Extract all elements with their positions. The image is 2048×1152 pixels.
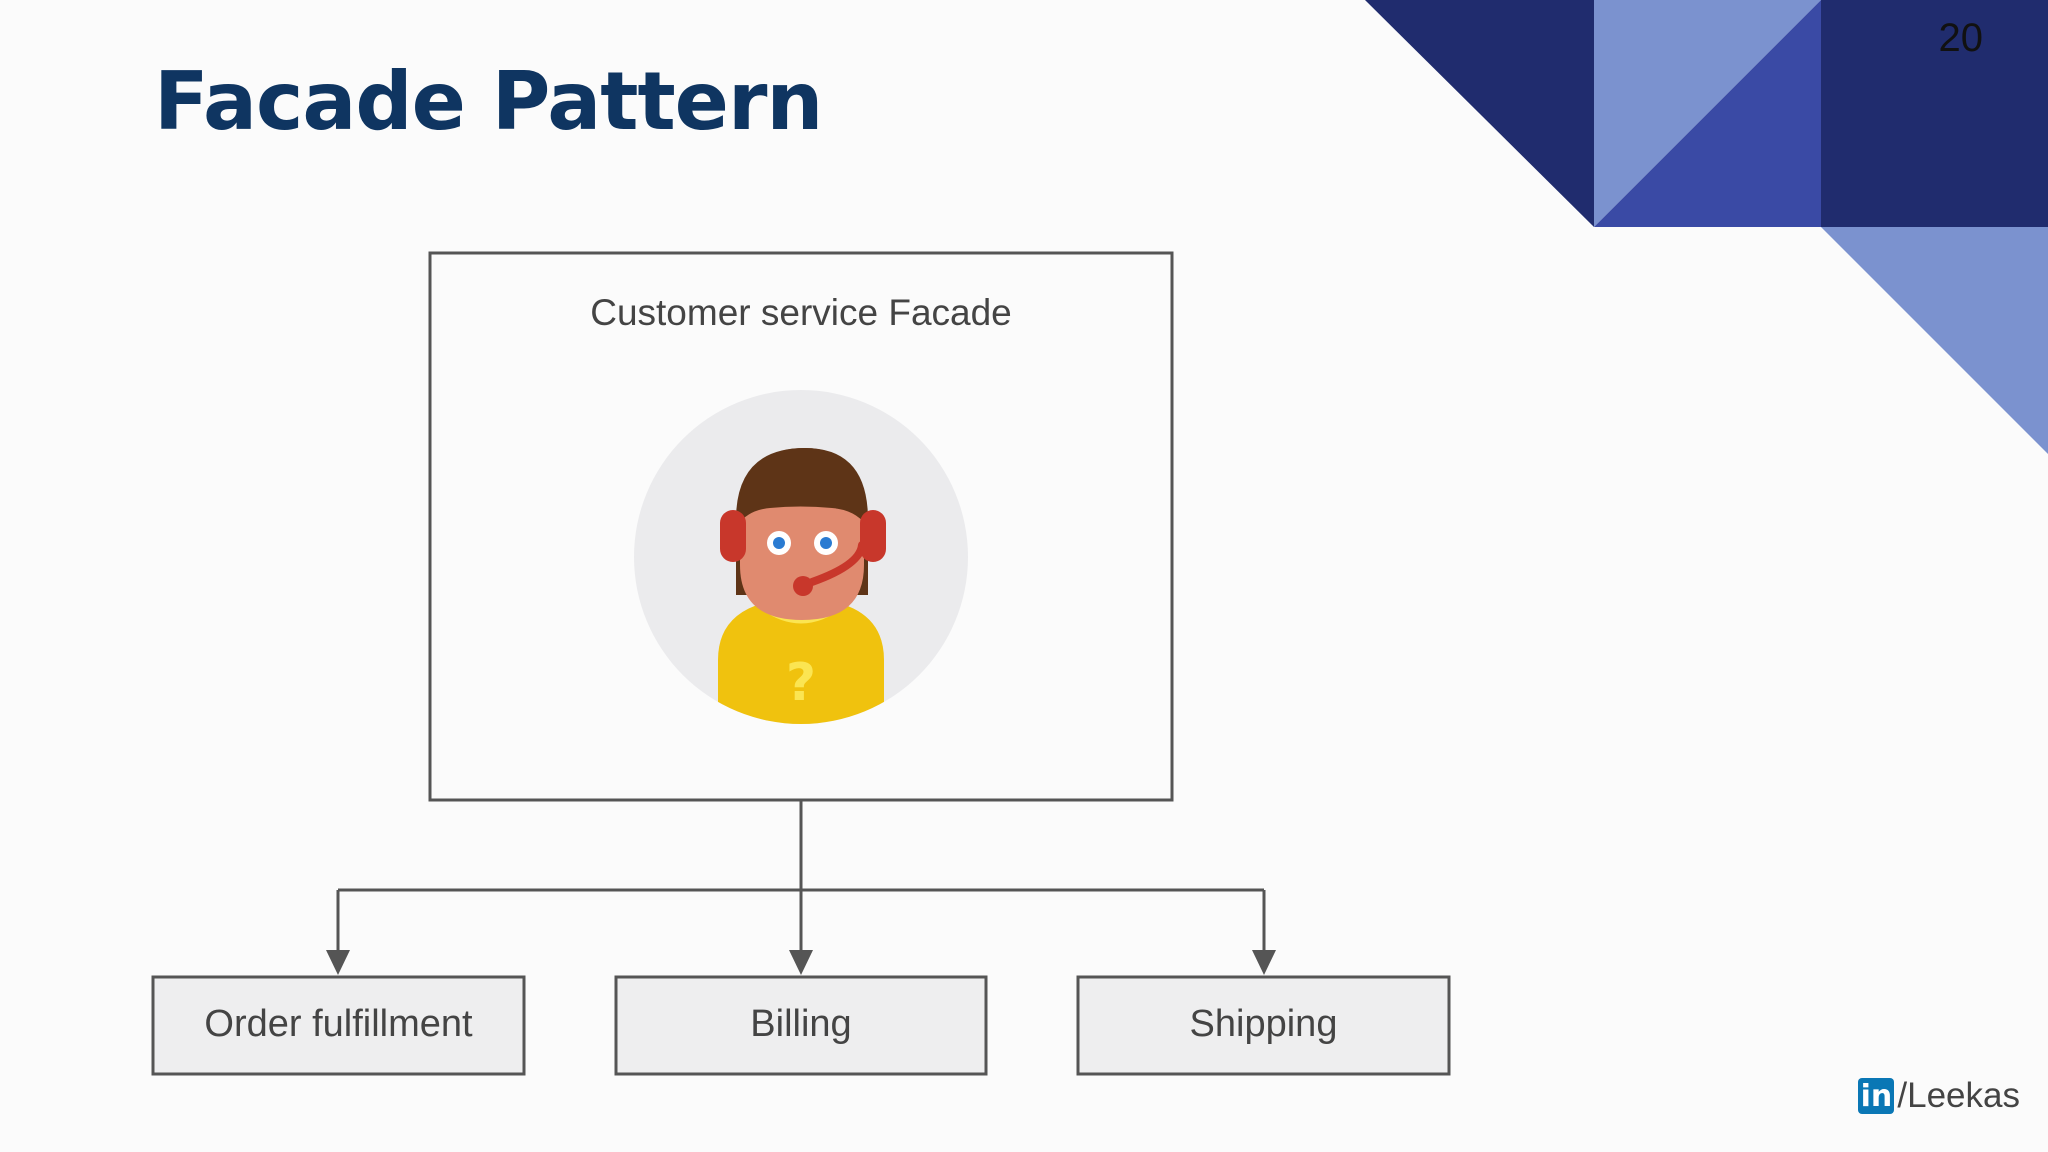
facade-label: Customer service Facade [590,292,1012,333]
subsystem-label-shipping: Shipping [1189,1003,1338,1045]
page-number: 20 [1938,16,1984,60]
linkedin-handle: /Leekas [1897,1076,2020,1115]
connector-arrowheads [326,950,1276,975]
subsystem-label-order-fulfillment: Order fulfillment [204,1003,473,1045]
linkedin-icon: in [1858,1078,1895,1114]
customer-service-agent-icon: ? [634,390,968,724]
subsystem-label-billing: Billing [750,1003,852,1045]
billing-box [614,975,988,1076]
slide-title: Facade Pattern [154,55,823,148]
connector-lines [336,800,1266,955]
linkedin-brand[interactable]: in /Leekas [1858,1076,2020,1116]
order-fulfillment-box [151,975,526,1076]
shipping-box [1076,975,1451,1076]
svg-text:?: ? [786,653,816,713]
